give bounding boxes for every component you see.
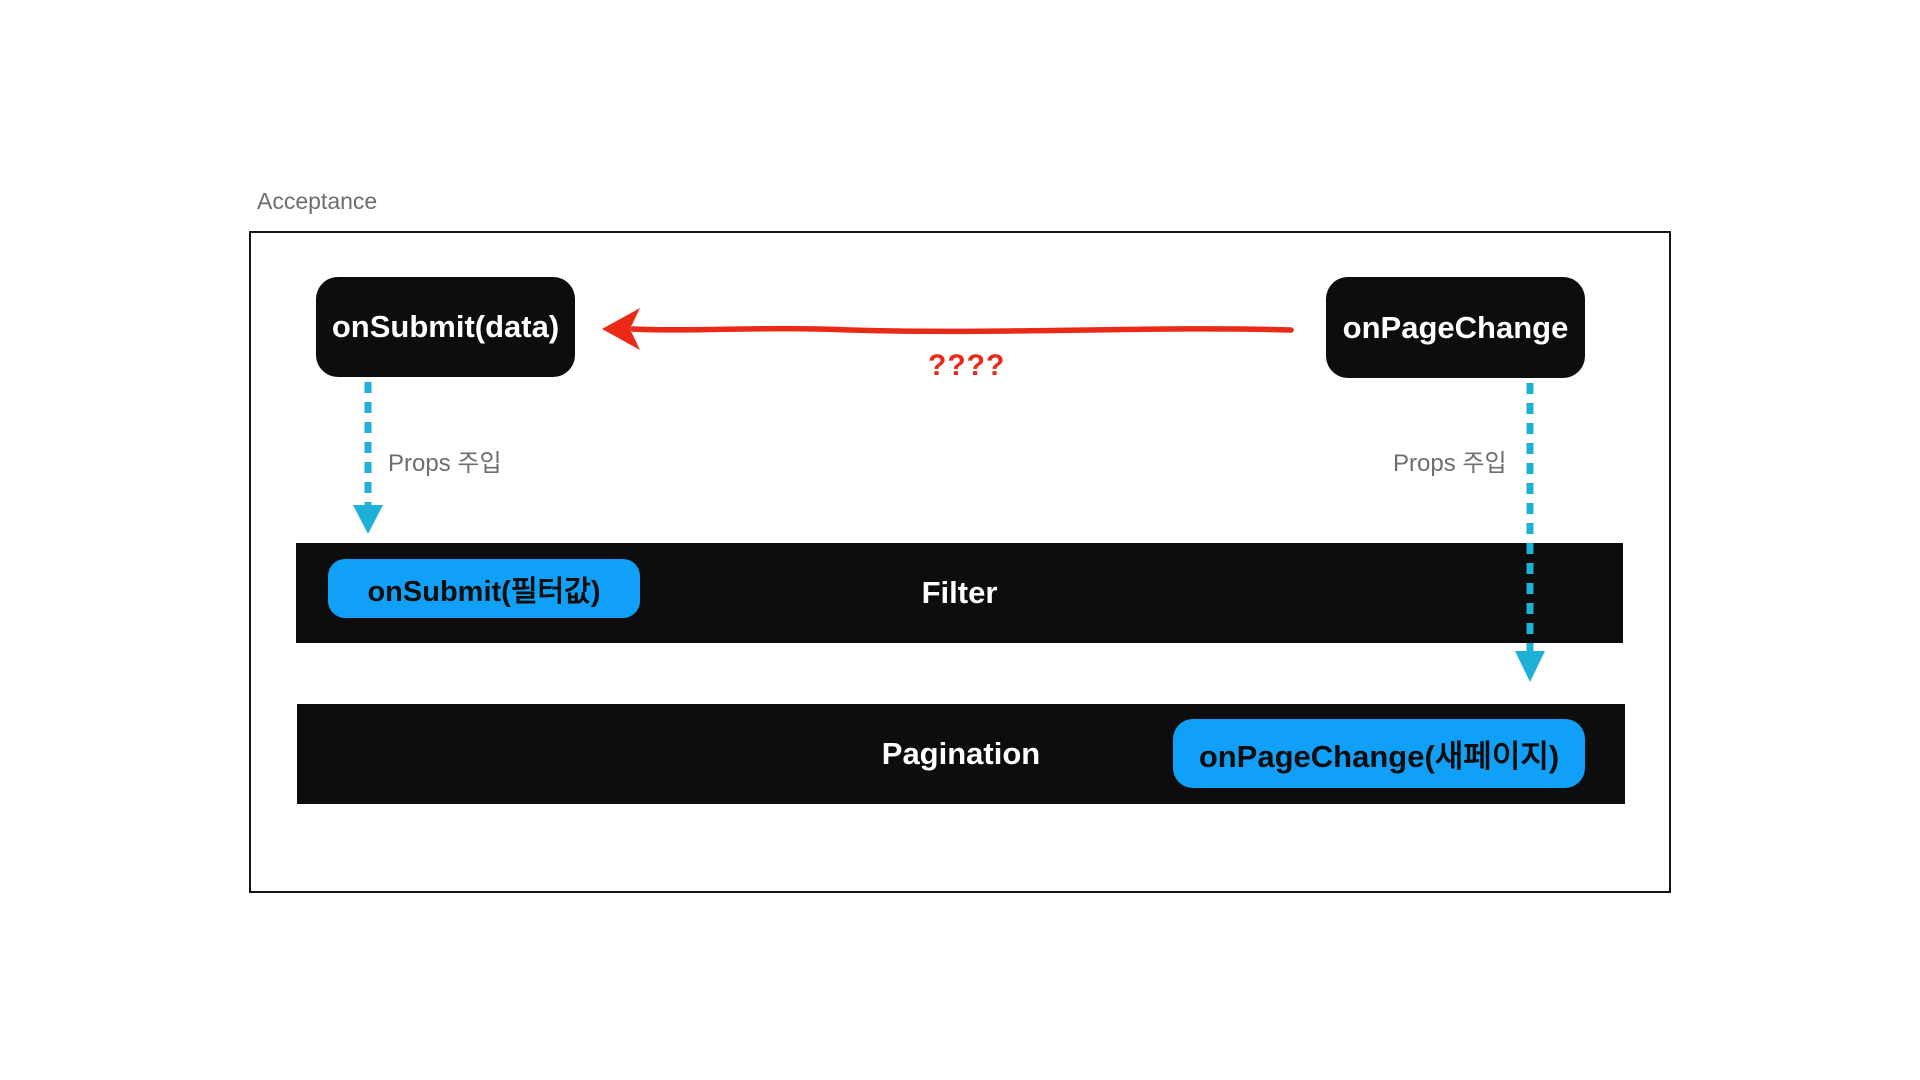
red-arrow-line — [630, 325, 1294, 335]
pagination-bar-label: Pagination — [881, 736, 1041, 771]
filter-bar-label: Filter — [921, 575, 998, 610]
button-onpagechange-newpage-label: onPageChange(새페이지) — [1198, 739, 1560, 774]
node-onpagechange-label: onPageChange — [1342, 309, 1569, 345]
node-onpagechange[interactable]: onPageChange — [1326, 277, 1585, 378]
red-arrowhead-icon — [602, 308, 640, 350]
button-onpagechange-newpage[interactable]: onPageChange(새페이지) — [1173, 719, 1585, 788]
props-injection-label-right: Props 주입 — [1393, 450, 1507, 477]
props-injection-label-left: Props 주입 — [388, 450, 502, 477]
frame-title: Acceptance — [257, 188, 378, 214]
down-arrowhead-left-icon — [353, 505, 383, 534]
red-question-arrow[interactable] — [602, 308, 1294, 350]
button-onsubmit-filter-value-label: onSubmit(필터값) — [367, 575, 601, 608]
node-onsubmit-data-label: onSubmit(data) — [331, 309, 560, 344]
button-onsubmit-filter-value[interactable]: onSubmit(필터값) — [328, 559, 640, 618]
acceptance-frame[interactable] — [249, 231, 1671, 893]
down-arrowhead-right-icon — [1515, 651, 1545, 682]
node-onsubmit-data[interactable]: onSubmit(data) — [316, 277, 575, 377]
props-dashed-arrow-right[interactable] — [1515, 383, 1545, 682]
props-dashed-arrow-left[interactable] — [353, 382, 383, 534]
question-marks-annotation: ???? — [928, 349, 1006, 382]
